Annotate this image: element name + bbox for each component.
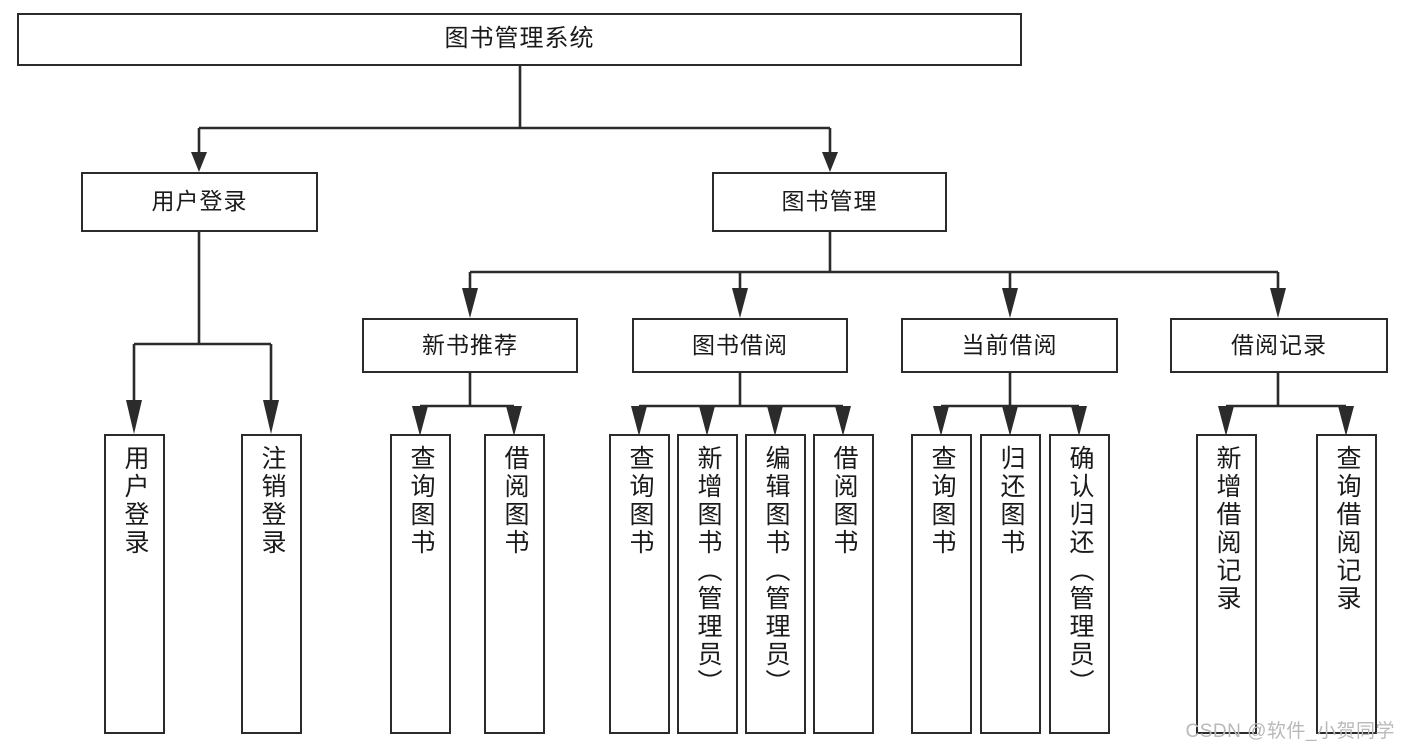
arrowhead-leaf-user-login-1: [126, 400, 142, 434]
arrowhead-borrow-1: [631, 406, 647, 436]
node-label: 借阅图书: [830, 445, 858, 557]
leaf-current-return-book[interactable]: 归还图书: [980, 434, 1041, 734]
leaf-user-login-signout[interactable]: 注销登录: [241, 434, 302, 734]
node-user-login[interactable]: 用户登录: [81, 172, 318, 232]
node-book-management[interactable]: 图书管理: [712, 172, 947, 232]
node-label: 图书管理: [781, 188, 878, 215]
leaf-newbook-borrow-book[interactable]: 借阅图书: [484, 434, 545, 734]
arrowhead-current-3: [1071, 406, 1087, 436]
csdn-watermark: CSDN @软件_小贺同学: [1185, 721, 1395, 742]
node-label: 用户登录: [151, 188, 248, 215]
node-label: 查询图书: [626, 445, 654, 557]
arrowhead-newbook-1: [412, 406, 428, 436]
arrowhead-user-login: [191, 152, 207, 172]
arrowhead-book-mgmt: [822, 152, 838, 172]
arrowhead-record-2: [1338, 406, 1354, 436]
node-current-borrowing[interactable]: 当前借阅: [901, 318, 1118, 373]
arrowhead-current-1: [933, 406, 949, 436]
arrowhead-borrow-2: [699, 406, 715, 436]
leaf-borrow-query-book[interactable]: 查询图书: [609, 434, 670, 734]
arrowhead-level2-1: [462, 288, 478, 318]
node-label: 新书推荐: [422, 331, 518, 358]
arrowhead-borrow-4: [835, 406, 851, 436]
arrowhead-record-1: [1218, 406, 1234, 436]
leaf-record-add-borrow-record[interactable]: 新增借阅记录: [1196, 434, 1257, 734]
leaf-current-confirm-return-admin[interactable]: 确认归还（管理员）: [1049, 434, 1110, 734]
node-label: 编辑图书（管理员）: [762, 445, 790, 697]
node-label: 新增图书（管理员）: [694, 445, 722, 697]
leaf-current-query-book[interactable]: 查询图书: [911, 434, 972, 734]
leaf-user-login-signin[interactable]: 用户登录: [104, 434, 165, 734]
node-label: 注销登录: [258, 445, 286, 557]
node-new-book-recommendation[interactable]: 新书推荐: [362, 318, 578, 373]
node-label: 图书管理系统: [444, 25, 595, 53]
leaf-borrow-add-book-admin[interactable]: 新增图书（管理员）: [677, 434, 738, 734]
leaf-borrow-borrow-book[interactable]: 借阅图书: [813, 434, 874, 734]
node-label: 确认归还（管理员）: [1066, 445, 1094, 697]
node-label: 图书借阅: [692, 331, 788, 358]
node-root-book-management-system[interactable]: 图书管理系统: [17, 13, 1022, 66]
node-label: 借阅图书: [501, 445, 529, 557]
node-borrow-records[interactable]: 借阅记录: [1170, 318, 1388, 373]
arrowhead-level2-2: [732, 288, 748, 318]
arrowhead-borrow-3: [767, 406, 783, 436]
node-book-borrowing[interactable]: 图书借阅: [632, 318, 848, 373]
leaf-newbook-query-book[interactable]: 查询图书: [390, 434, 451, 734]
leaf-borrow-edit-book-admin[interactable]: 编辑图书（管理员）: [745, 434, 806, 734]
arrowhead-current-2: [1002, 406, 1018, 436]
node-label: 新增借阅记录: [1213, 445, 1241, 613]
node-label: 借阅记录: [1231, 331, 1327, 358]
arrowhead-level2-4: [1270, 288, 1286, 318]
node-label: 当前借阅: [961, 331, 1058, 358]
node-label: 查询图书: [407, 445, 435, 557]
node-label: 用户登录: [121, 445, 149, 557]
node-label: 查询图书: [928, 445, 956, 557]
arrowhead-newbook-2: [506, 406, 522, 436]
leaf-record-query-borrow-record[interactable]: 查询借阅记录: [1316, 434, 1377, 734]
arrowhead-leaf-user-login-2: [263, 400, 279, 434]
node-label: 归还图书: [997, 445, 1025, 557]
node-label: 查询借阅记录: [1333, 445, 1361, 613]
arrowhead-level2-3: [1002, 288, 1018, 318]
